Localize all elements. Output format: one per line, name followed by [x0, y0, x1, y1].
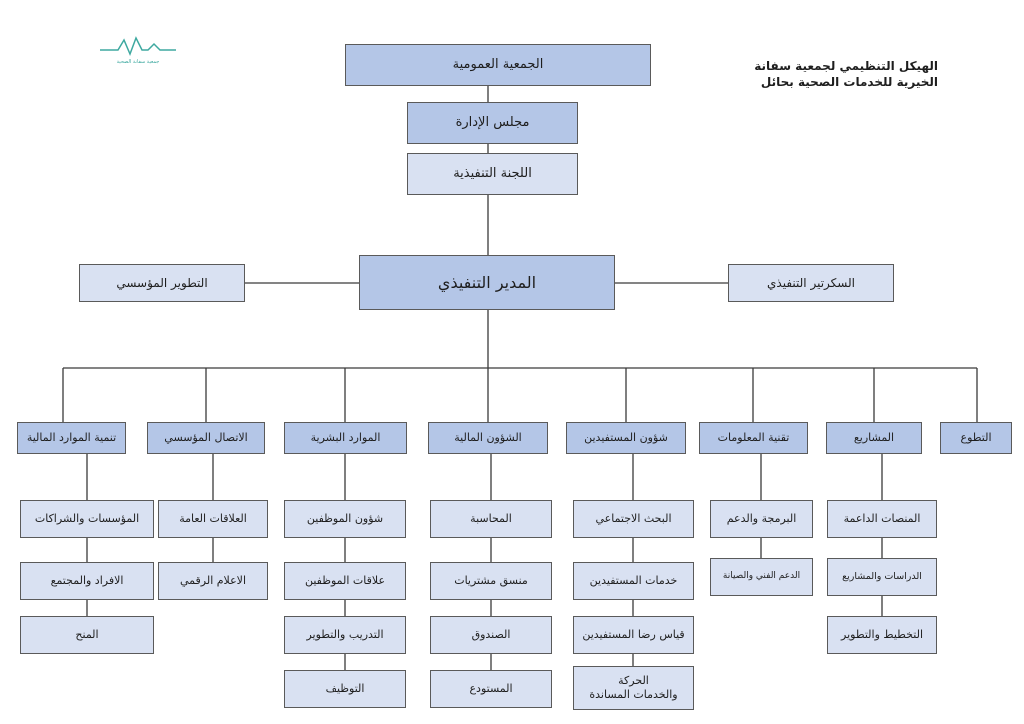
sub-unit: المؤسسات والشراكات [20, 500, 154, 538]
heartbeat-line-icon [100, 36, 176, 57]
sub-unit: التدريب والتطوير [284, 616, 406, 654]
sub-unit: التخطيط والتطوير [827, 616, 937, 654]
dept-financial-affairs: الشؤون المالية [428, 422, 548, 454]
executive-director-box: المدير التنفيذي [359, 255, 615, 310]
sub-unit: العلاقات العامة [158, 500, 268, 538]
dept-volunteering: التطوع [940, 422, 1012, 454]
sub-unit: التوظيف [284, 670, 406, 708]
chart-title-line-1: الهيكل التنظيمي لجمعية سفانة [754, 59, 938, 73]
sub-unit: الصندوق [430, 616, 552, 654]
sub-unit: شؤون الموظفين [284, 500, 406, 538]
sub-unit: خدمات المستفيدين [573, 562, 694, 600]
sub-unit: المحاسبة [430, 500, 552, 538]
dept-information-technology: تقنية المعلومات [699, 422, 808, 454]
institutional-development-box: التطوير المؤسسي [79, 264, 245, 302]
sub-unit: البرمجة والدعم [710, 500, 813, 538]
sub-unit: الدعم الفني والصيانة [710, 558, 813, 596]
executive-committee-box: اللجنة التنفيذية [407, 153, 578, 195]
dept-beneficiary-affairs: شؤون المستفيدين [566, 422, 686, 454]
sub-unit: البحث الاجتماعي [573, 500, 694, 538]
sub-unit: الافراد والمجتمع [20, 562, 154, 600]
dept-human-resources: الموارد البشرية [284, 422, 407, 454]
sub-unit: المنح [20, 616, 154, 654]
sub-unit: الدراسات والمشاريع [827, 558, 937, 596]
sub-unit: الاعلام الرقمي [158, 562, 268, 600]
chart-title-line-2: الخيرية للخدمات الصحية بحائل [760, 75, 938, 90]
sub-unit: منسق مشتريات [430, 562, 552, 600]
sub-unit: الحركة والخدمات المساندة [573, 666, 694, 710]
dept-projects: المشاريع [826, 422, 922, 454]
general-assembly-box: الجمعية العمومية [345, 44, 651, 86]
logo: جمعية سفانة الصحية [98, 34, 178, 74]
dept-financial-resources-development: تنمية الموارد المالية [17, 422, 126, 454]
sub-unit: قياس رضا المستفيدين [573, 616, 694, 654]
dept-corporate-communication: الاتصال المؤسسي [147, 422, 265, 454]
logo-text: جمعية سفانة الصحية [116, 59, 160, 65]
board-box: مجلس الإدارة [407, 102, 578, 144]
sub-unit: المنصات الداعمة [827, 500, 937, 538]
sub-unit: المستودع [430, 670, 552, 708]
chart-title: الهيكل التنظيمي لجمعية سفانة الخيرية للخ… [720, 58, 938, 90]
executive-secretary-box: السكرتير التنفيذي [728, 264, 894, 302]
sub-unit: علاقات الموظفين [284, 562, 406, 600]
